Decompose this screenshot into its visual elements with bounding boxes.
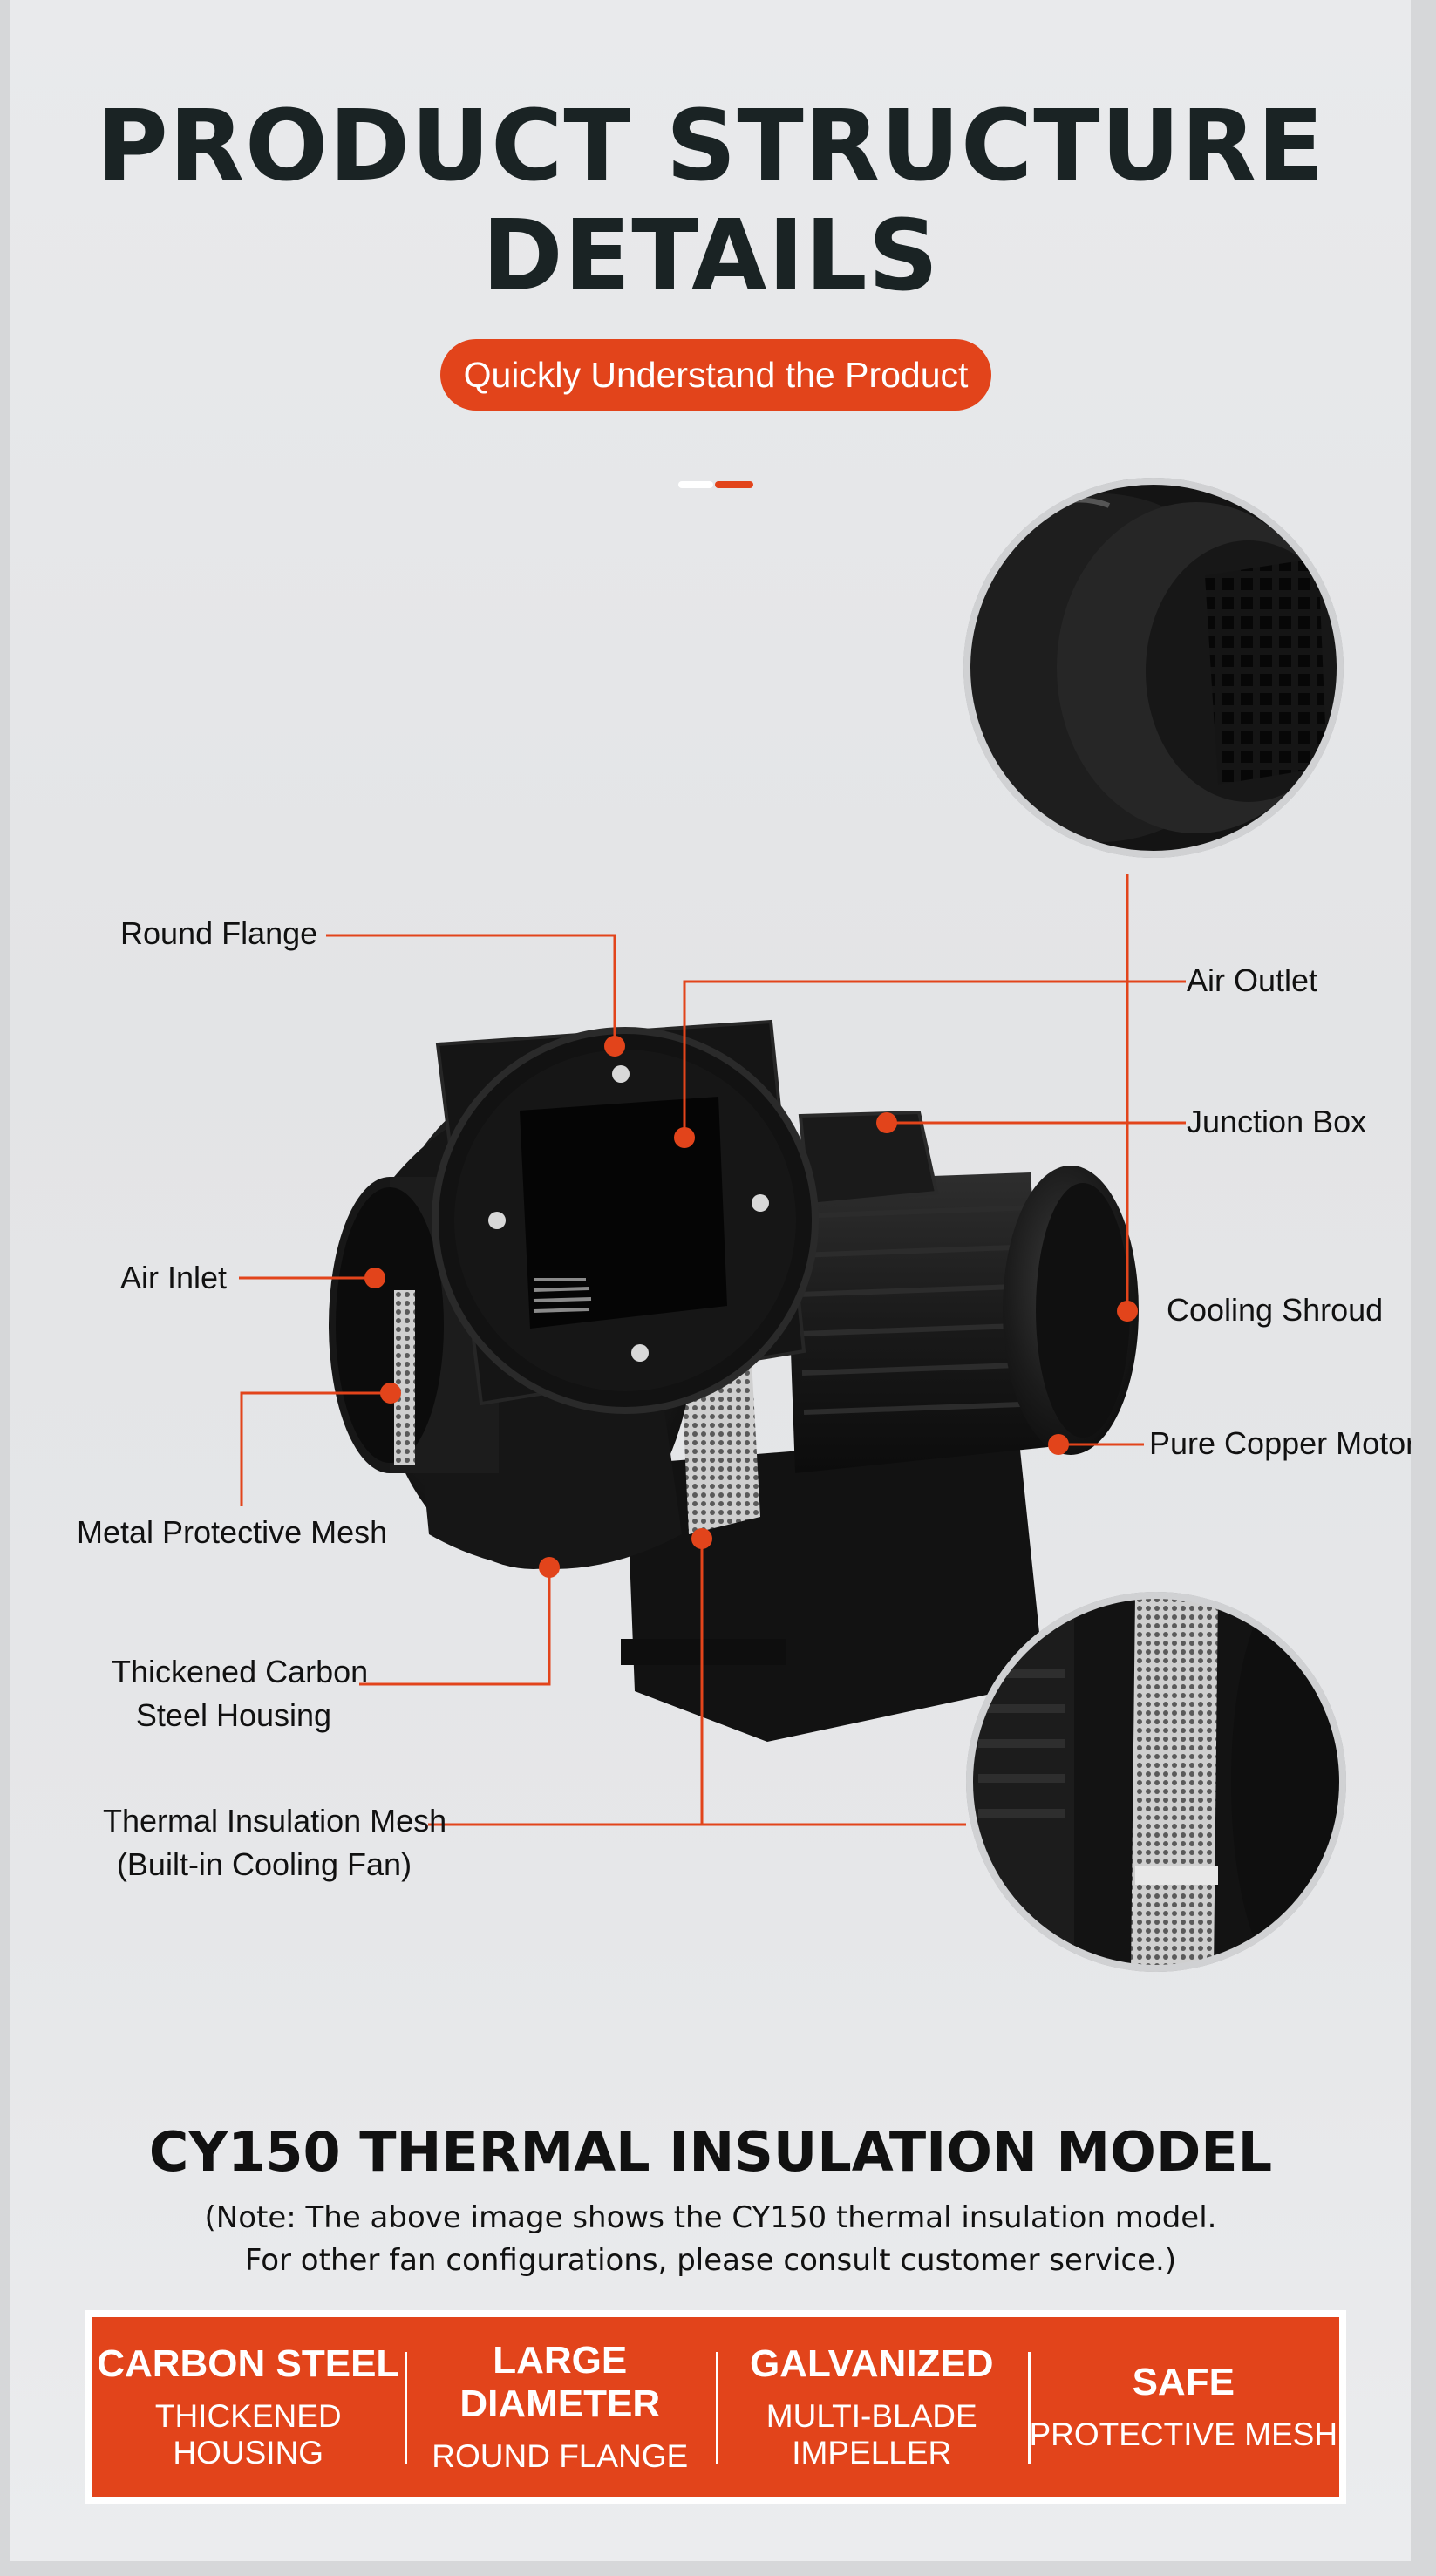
product-illustration	[239, 478, 1346, 1972]
feature-subtext: ROUND FLANGE	[432, 2438, 689, 2474]
divider-dash-orange	[715, 481, 753, 488]
model-note-line2: For other fan configurations, please con…	[244, 2243, 1177, 2278]
feature-carbon-steel: CARBON STEEL THICKENED HOUSING	[92, 2317, 405, 2497]
marker-cooling-shroud	[1117, 1301, 1138, 1322]
marker-housing	[539, 1557, 560, 1578]
marker-air-inlet	[364, 1268, 385, 1288]
feature-subtext: THICKENED HOUSING	[154, 2398, 342, 2471]
model-note-line1: (Note: The above image shows the CY150 t…	[204, 2200, 1217, 2235]
label-thermal-mesh-line2: (Built-in Cooling Fan)	[116, 1845, 412, 1882]
fan-blower	[329, 1019, 1139, 1742]
marker-thermal-mesh	[691, 1528, 712, 1549]
model-title: CY150 THERMAL INSULATION MODEL	[148, 2120, 1273, 2184]
feature-subtext: PROTECTIVE MESH	[1029, 2416, 1338, 2452]
page-title-line-1: PRODUCT STRUCTURE	[96, 90, 1325, 203]
feature-heading: SAFE	[1132, 2361, 1235, 2403]
leader-lines	[239, 874, 1186, 1826]
divider-dash-white	[678, 481, 713, 488]
marker-dots	[364, 1036, 1138, 1578]
marker-air-outlet	[674, 1127, 695, 1148]
label-round-flange: Round Flange	[120, 915, 318, 951]
label-pure-copper-motor: Pure Copper Motor	[1149, 1425, 1411, 1461]
label-thickened-housing: Thickened Carbon Steel Housing	[112, 1650, 369, 1737]
motor-fins	[794, 1205, 1045, 1415]
label-air-inlet: Air Inlet	[120, 1260, 228, 1295]
subtitle-pill: Quickly Understand the Product	[440, 339, 991, 411]
base-foot	[621, 1639, 786, 1665]
impeller-blades	[533, 1278, 592, 1313]
label-metal-protective-mesh: Metal Protective Mesh	[77, 1514, 388, 1550]
feature-galvanized: GALVANIZED MULTI-BLADE IMPELLER	[716, 2317, 1028, 2497]
junction-box	[798, 1110, 939, 1207]
detail-circle-shroud	[963, 478, 1344, 858]
marker-metal-mesh	[380, 1383, 401, 1404]
label-thermal-mesh-line1: Thermal Insulation Mesh	[103, 1803, 447, 1839]
label-cooling-shroud: Cooling Shroud	[1167, 1292, 1384, 1328]
features-bar: CARBON STEEL THICKENED HOUSING LARGE DIA…	[85, 2310, 1346, 2504]
page-title-line-2: DETAILS	[481, 200, 940, 313]
label-thickened-housing-line1: Thickened Carbon	[112, 1654, 369, 1689]
product-structure-page: PRODUCT STRUCTURE DETAILS Quickly Unders…	[10, 0, 1411, 2561]
marker-round-flange	[604, 1036, 625, 1057]
inlet-mesh	[394, 1290, 415, 1465]
feature-heading: CARBON STEEL	[97, 2342, 400, 2385]
feature-subtext: MULTI-BLADE IMPELLER	[766, 2398, 977, 2471]
label-junction-box: Junction Box	[1187, 1104, 1367, 1139]
feature-large-diameter: LARGE DIAMETER ROUND FLANGE	[404, 2317, 717, 2497]
feature-heading: LARGE DIAMETER	[459, 2339, 661, 2425]
label-thermal-insulation-mesh: Thermal Insulation Mesh (Built-in Coolin…	[103, 1799, 447, 1886]
marker-copper-motor	[1048, 1434, 1069, 1455]
thermal-insulation-mesh	[682, 1360, 760, 1534]
marker-junction-box	[876, 1112, 897, 1133]
feature-safe: SAFE PROTECTIVE MESH	[1027, 2317, 1340, 2497]
label-air-outlet: Air Outlet	[1187, 962, 1318, 998]
feature-heading: GALVANIZED	[750, 2342, 994, 2385]
air-outlet-opening	[520, 1097, 727, 1329]
label-thickened-housing-line2: Steel Housing	[135, 1696, 332, 1733]
